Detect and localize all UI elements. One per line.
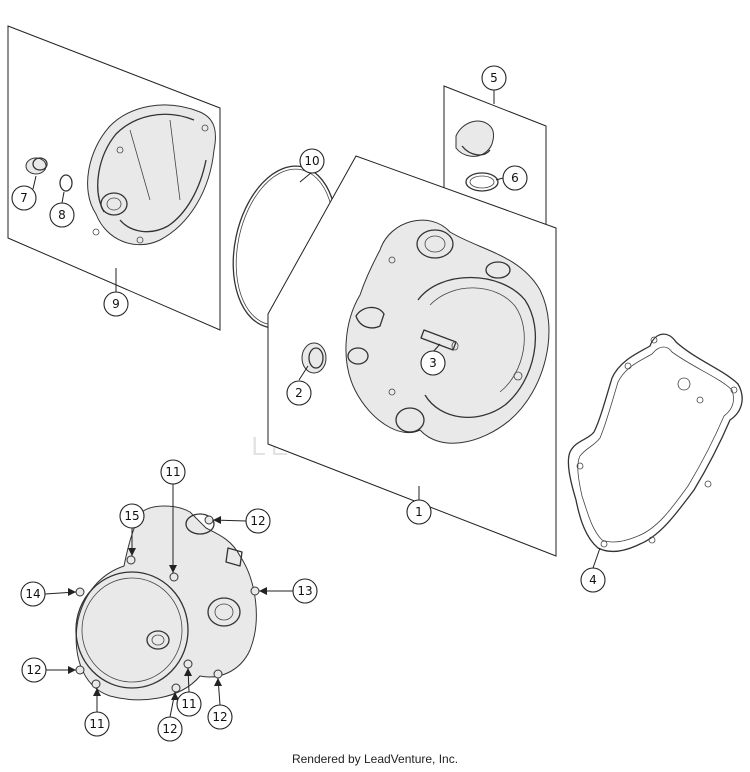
callout-labels: 1 2 3 4 5 6 7 8 9 10 11 12 15 13 14 12 1… <box>20 71 597 736</box>
callout-9: 9 <box>112 297 120 311</box>
leader-arrows <box>68 516 267 700</box>
callout-2: 2 <box>295 386 303 400</box>
callout-4: 4 <box>589 573 597 587</box>
callout-1: 1 <box>415 505 423 519</box>
shaft-seal <box>301 342 327 374</box>
callout-11-bottom-left: 11 <box>89 717 104 731</box>
assembled-cover-view <box>75 505 260 701</box>
clutch-cover <box>345 219 550 444</box>
callout-8: 8 <box>58 208 66 222</box>
callout-15: 15 <box>124 509 139 523</box>
footer-credit: Rendered by LeadVenture, Inc. <box>291 752 459 766</box>
callout-12-left: 12 <box>26 663 41 677</box>
callout-6: 6 <box>511 171 519 185</box>
screw-plug <box>25 157 48 175</box>
clutch-cover-gasket <box>567 333 743 553</box>
leader-lines <box>32 90 601 718</box>
callout-12-top: 12 <box>250 514 265 528</box>
callout-5: 5 <box>490 71 498 85</box>
callout-14: 14 <box>25 587 40 601</box>
callout-10: 10 <box>304 154 319 168</box>
clutch-cover-panel <box>267 155 557 557</box>
callout-11-top: 11 <box>165 465 180 479</box>
outer-clutch-cover <box>87 104 216 246</box>
callout-3: 3 <box>429 356 437 370</box>
callouts <box>11 65 606 742</box>
filler-plug <box>455 120 494 157</box>
callout-11-bottom-right: 11 <box>181 697 196 711</box>
callout-13: 13 <box>297 584 312 598</box>
bolt-heads <box>75 515 260 693</box>
filler-plug-o-ring <box>465 172 499 192</box>
callout-7: 7 <box>20 191 28 205</box>
outer-cover-panel <box>7 25 221 331</box>
callout-12-bottom-right: 12 <box>212 710 227 724</box>
callout-12-bottom: 12 <box>162 722 177 736</box>
dowel-pin <box>420 329 459 351</box>
o-ring-small <box>59 174 73 192</box>
